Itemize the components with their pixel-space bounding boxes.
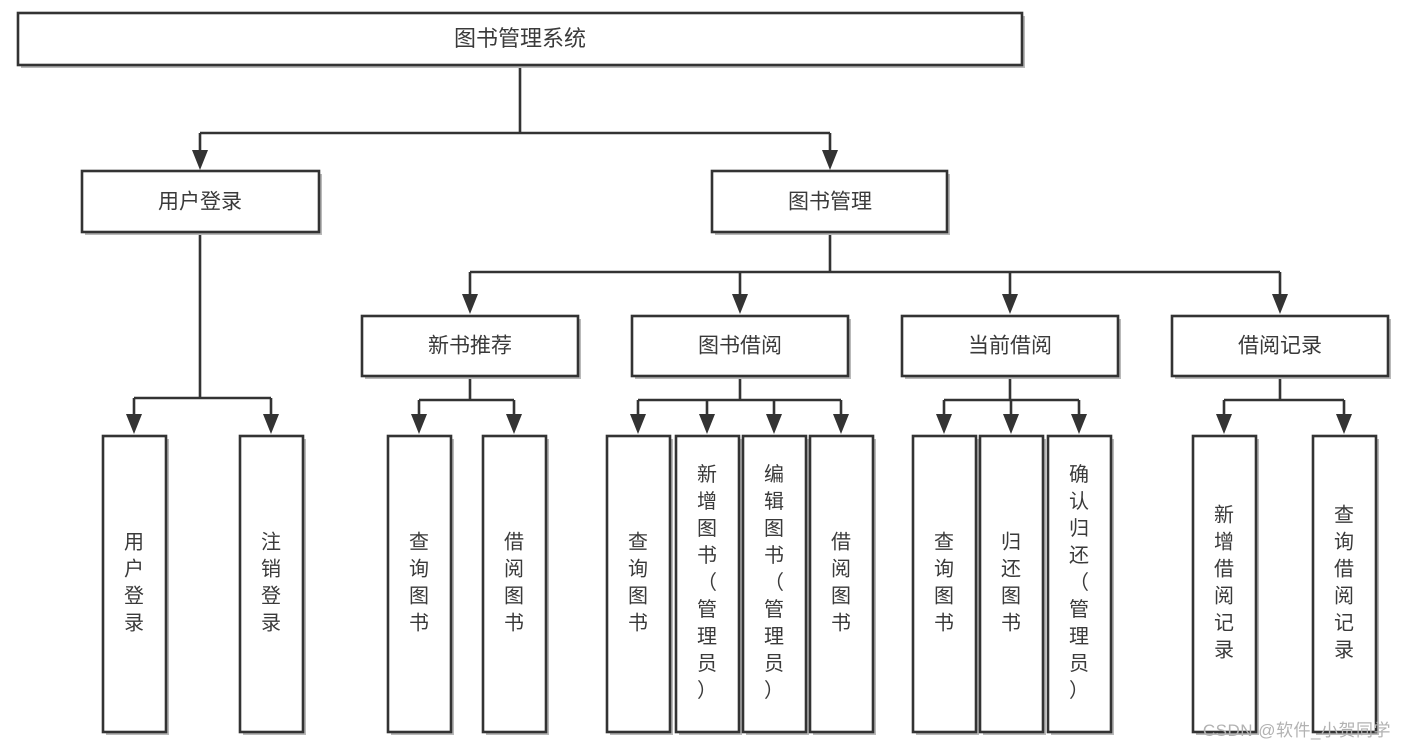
root-box[interactable] — [16, 11, 1024, 67]
new-book-recommend-box[interactable] — [360, 314, 580, 378]
connector-layer — [126, 65, 1352, 434]
connector-borrow-record-to-leaves — [1222, 376, 1346, 416]
arrowhead-leaf-12 — [1216, 414, 1232, 434]
borrow-record-label: 借阅记录 — [1238, 335, 1322, 358]
arrowhead-leaf-1 — [126, 414, 142, 434]
arrowhead-to-borrow-book — [732, 294, 748, 314]
connector-user-login-to-leaves — [132, 232, 273, 416]
leaf-node[interactable]: 新增图书（管理员） — [674, 434, 742, 735]
node-borrow-record[interactable]: 借阅记录 — [1170, 314, 1391, 379]
leaf-box[interactable] — [481, 434, 548, 734]
leaf-label: 新增借阅记录 — [1214, 504, 1234, 662]
leaf-node[interactable]: 注销登录 — [238, 434, 306, 735]
leaf-label: 编辑图书（管理员） — [764, 463, 784, 702]
borrow-record-box[interactable] — [1170, 314, 1390, 378]
arrowhead-leaf-2 — [263, 414, 279, 434]
node-root[interactable]: 图书管理系统 — [16, 11, 1025, 68]
leaf-box[interactable] — [1046, 434, 1113, 734]
current-borrow-box[interactable] — [900, 314, 1120, 378]
connector-current-borrow-to-leaves — [942, 376, 1081, 416]
arrowhead-leaf-3 — [411, 414, 427, 434]
leaf-box[interactable] — [808, 434, 875, 734]
leaf-label: 借阅图书 — [831, 531, 851, 635]
leaf-label: 新增图书（管理员） — [697, 463, 717, 702]
leaf-node[interactable]: 用户登录 — [101, 434, 169, 735]
leaf-label: 查询图书 — [409, 531, 429, 635]
leaf-box[interactable] — [386, 434, 453, 734]
leaf-node[interactable]: 确认归还（管理员） — [1046, 434, 1114, 735]
connector-root-to-level2 — [198, 65, 832, 152]
book-management-box[interactable] — [710, 169, 949, 234]
connector-book-manage-to-level3 — [468, 232, 1282, 296]
connector-borrow-book-to-leaves — [636, 376, 843, 416]
leaf-node[interactable]: 归还图书 — [978, 434, 1046, 735]
leaf-box[interactable] — [1191, 434, 1258, 734]
leaf-nodes-layer: 用户登录 注销登录 查询图书 借阅图书 查询图书 — [101, 434, 1379, 735]
user-login-label: 用户登录 — [158, 191, 242, 214]
node-book-borrow[interactable]: 图书借阅 — [630, 314, 851, 379]
leaf-box[interactable] — [741, 434, 808, 734]
arrowhead-leaf-8 — [833, 414, 849, 434]
leaf-label: 用户登录 — [124, 532, 144, 635]
book-borrow-box[interactable] — [630, 314, 850, 378]
leaf-box[interactable] — [101, 434, 168, 734]
leaf-label: 归还图书 — [1001, 531, 1021, 635]
leaf-label: 注销登录 — [261, 531, 281, 635]
new-book-recommend-label: 新书推荐 — [428, 335, 512, 358]
leaf-box[interactable] — [1311, 434, 1378, 734]
connector-new-book-to-leaves — [417, 376, 516, 416]
leaf-label: 查询图书 — [628, 531, 648, 635]
leaf-label: 查询图书 — [934, 531, 954, 635]
arrowhead-to-book-manage — [822, 150, 838, 170]
leaf-box[interactable] — [605, 434, 672, 734]
arrowhead-leaf-4 — [506, 414, 522, 434]
root-label: 图书管理系统 — [454, 26, 586, 51]
book-borrow-label: 图书借阅 — [698, 335, 782, 358]
arrowhead-leaf-10 — [1003, 414, 1019, 434]
leaf-box[interactable] — [911, 434, 978, 734]
node-book-management[interactable]: 图书管理 — [710, 169, 950, 235]
node-new-book-recommend[interactable]: 新书推荐 — [360, 314, 581, 379]
leaf-node[interactable]: 借阅图书 — [808, 434, 876, 735]
node-user-login[interactable]: 用户登录 — [80, 169, 322, 235]
leaf-box[interactable] — [978, 434, 1045, 734]
user-login-box[interactable] — [80, 169, 321, 234]
leaf-label: 查询借阅记录 — [1334, 504, 1354, 662]
leaf-node[interactable]: 查询图书 — [911, 434, 979, 735]
arrowhead-to-borrow-record — [1272, 294, 1288, 314]
arrowhead-leaf-7 — [766, 414, 782, 434]
leaf-node[interactable]: 编辑图书（管理员） — [741, 434, 809, 735]
arrowhead-leaf-13 — [1336, 414, 1352, 434]
arrowhead-to-current-borrow — [1002, 294, 1018, 314]
leaf-box[interactable] — [674, 434, 741, 734]
node-current-borrow[interactable]: 当前借阅 — [900, 314, 1121, 379]
leaf-label: 确认归还（管理员） — [1069, 463, 1089, 702]
current-borrow-label: 当前借阅 — [968, 335, 1052, 358]
arrowhead-leaf-6 — [699, 414, 715, 434]
leaf-label: 借阅图书 — [504, 531, 524, 635]
arrowhead-leaf-5 — [630, 414, 646, 434]
leaf-node[interactable]: 借阅图书 — [481, 434, 549, 735]
arrowhead-to-user-login — [192, 150, 208, 170]
leaf-node[interactable]: 查询借阅记录 — [1311, 434, 1379, 735]
arrowhead-leaf-9 — [936, 414, 952, 434]
leaf-node[interactable]: 查询图书 — [386, 434, 454, 735]
leaf-node[interactable]: 新增借阅记录 — [1191, 434, 1259, 735]
arrowhead-to-new-book — [462, 294, 478, 314]
arrowhead-leaf-11 — [1071, 414, 1087, 434]
leaf-node[interactable]: 查询图书 — [605, 434, 673, 735]
leaf-box[interactable] — [238, 434, 305, 734]
book-management-label: 图书管理 — [788, 191, 872, 214]
